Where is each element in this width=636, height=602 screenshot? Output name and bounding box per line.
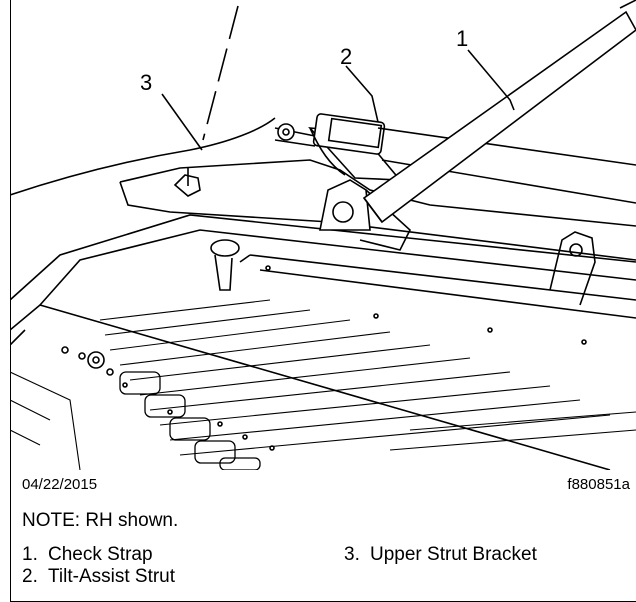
leader-3 xyxy=(161,93,203,151)
bracket-plate-upper xyxy=(119,159,636,227)
leader-2 xyxy=(345,65,379,123)
legend-column-right: 3. Upper Strut Bracket xyxy=(344,544,537,566)
callout-3: 3 xyxy=(140,70,153,95)
callout-2: 2 xyxy=(340,44,353,69)
legend-number: 1. xyxy=(22,544,38,565)
bracket-plate-lower xyxy=(119,181,636,261)
truck-cab-illustration xyxy=(10,0,636,470)
legend-item: 3. Upper Strut Bracket xyxy=(344,544,537,566)
legend-item: 2. Tilt-Assist Strut xyxy=(22,566,175,588)
legend-label: Tilt-Assist Strut xyxy=(48,566,176,587)
figure-date: 04/22/2015 xyxy=(22,476,98,493)
legend-number: 2. xyxy=(22,566,38,587)
legend-number: 3. xyxy=(344,544,360,565)
legend-column-left: 1. Check Strap 2. Tilt-Assist Strut xyxy=(22,544,175,588)
leader-1 xyxy=(467,49,515,111)
figure-id: f880851a xyxy=(567,476,630,493)
hinge-centerline xyxy=(202,5,239,141)
legend-label: Upper Strut Bracket xyxy=(370,544,537,565)
note-text: NOTE: RH shown. xyxy=(22,510,179,531)
legend-item: 1. Check Strap xyxy=(22,544,175,566)
hood-edge xyxy=(10,117,276,196)
callout-1: 1 xyxy=(456,26,469,51)
legend-label: Check Strap xyxy=(48,544,153,565)
